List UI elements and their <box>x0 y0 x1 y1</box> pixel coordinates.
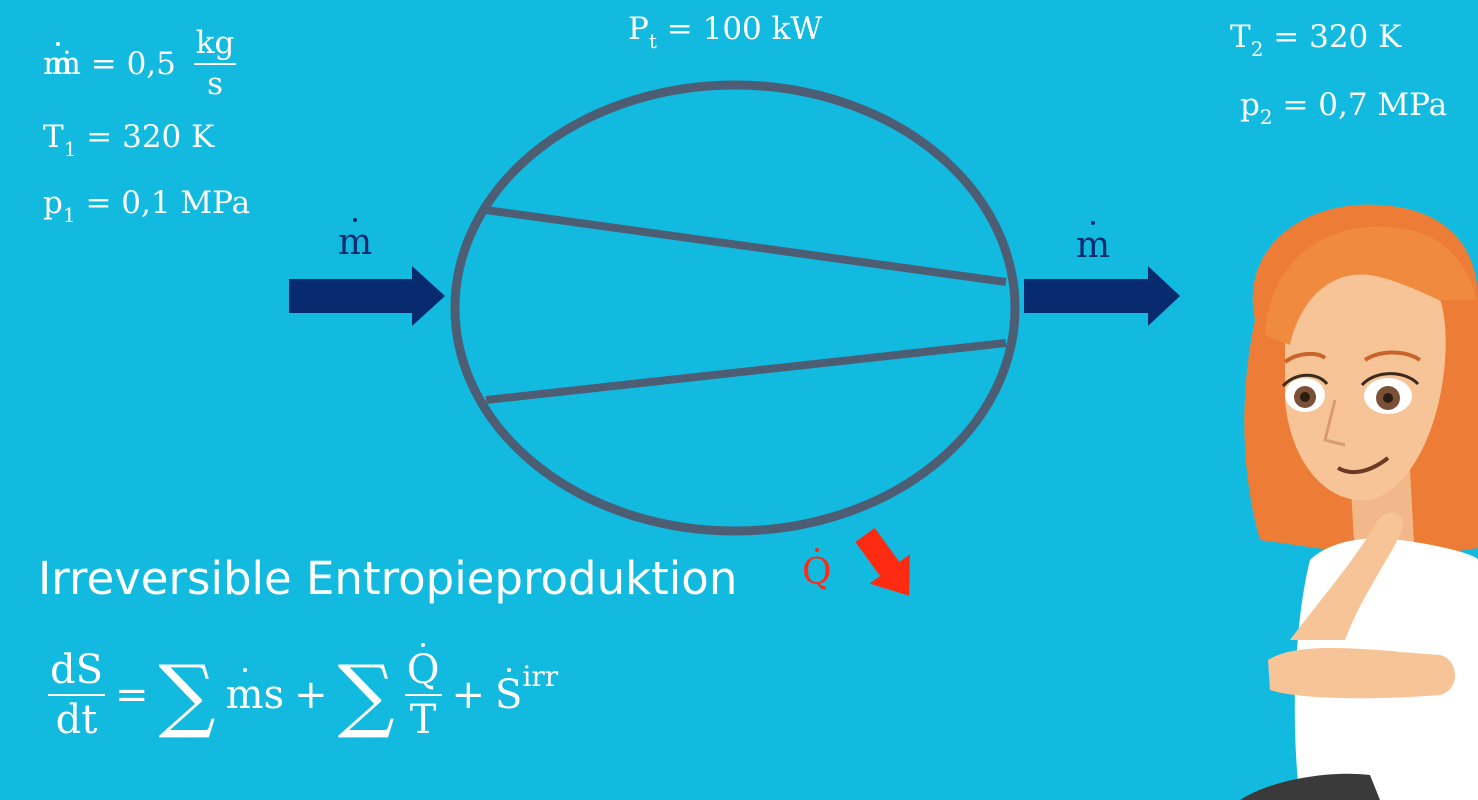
irr-superscript: irr <box>522 660 559 693</box>
mass-flow-unit: kg s <box>193 28 237 102</box>
term-mdot: m <box>225 672 264 718</box>
unit-denominator: s <box>207 66 224 102</box>
T1-value: = 320 K <box>86 119 215 155</box>
lhs-fraction: dS dt <box>48 650 106 743</box>
power-symbol: P <box>628 11 649 47</box>
heat-numerator: Q <box>404 650 442 696</box>
inlet-pressure: p1 = 0,1 MPa <box>43 185 251 226</box>
lhs-numerator: dS <box>48 650 106 696</box>
section-heading: Irreversible Entropieproduktion <box>38 552 738 605</box>
T2-subscript: 2 <box>1250 37 1264 61</box>
plus-sign-2: + <box>451 672 486 718</box>
compressor-upper-line <box>485 206 1007 286</box>
inlet-mass-flow: m ṁ = 0,5 kg s <box>43 28 237 102</box>
inlet-mass-flow-value: m ṁ = 0,5 <box>43 45 176 82</box>
outlet-temperature: T2 = 320 K <box>1230 19 1402 60</box>
presenter-character <box>1240 204 1478 800</box>
outlet-arrow <box>1024 266 1180 326</box>
inlet-temperature: T1 = 320 K <box>43 119 215 160</box>
sum-symbol-1: ∑ <box>158 648 216 741</box>
heat-qdot: Q <box>802 552 832 593</box>
outlet-arrow-label: m <box>1076 228 1110 264</box>
outlet-pressure: p2 = 0,7 MPa <box>1240 87 1448 128</box>
compressor-lower-line <box>485 339 1007 404</box>
T1-subscript: 1 <box>63 137 77 161</box>
inlet-arrow <box>289 266 445 326</box>
unit-numerator: kg <box>193 28 237 65</box>
T2-value: = 320 K <box>1273 19 1402 55</box>
p2-value: = 0,7 MPa <box>1282 87 1448 123</box>
term-s: s <box>263 672 285 718</box>
sum-symbol-2: ∑ <box>337 648 395 741</box>
equals-sign: = <box>115 672 149 718</box>
inlet-arrow-label: m <box>338 225 372 261</box>
p1-symbol: p <box>43 185 63 221</box>
p1-subscript: 1 <box>62 203 76 227</box>
p1-value: = 0,1 MPa <box>85 185 251 221</box>
plus-sign-1: + <box>294 672 328 718</box>
compressor-body <box>450 80 1020 536</box>
entropy-gen-symbol: S <box>495 672 523 718</box>
heat-label: Q <box>802 555 832 591</box>
power-input: Pt = 100 kW <box>628 11 823 52</box>
power-value: = 100 kW <box>666 11 823 47</box>
outlet-mdot: m <box>1076 225 1111 266</box>
inlet-mdot: m <box>338 222 373 263</box>
T1-symbol: T <box>43 119 64 155</box>
mass-entropy-term: ms <box>226 675 284 715</box>
heat-fraction: Q T <box>404 650 442 743</box>
power-subscript: t <box>648 29 657 53</box>
p2-subscript: 2 <box>1259 105 1273 129</box>
p2-symbol: p <box>1240 87 1260 123</box>
T2-symbol: T <box>1230 19 1251 55</box>
heat-arrow <box>855 527 910 596</box>
lhs-denominator: dt <box>55 697 98 743</box>
heat-denominator: T <box>409 697 437 743</box>
